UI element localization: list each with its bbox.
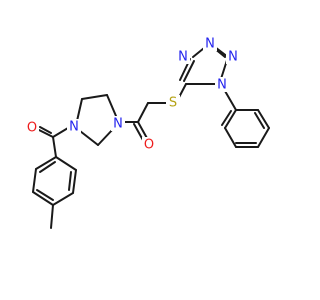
bond xyxy=(52,136,57,158)
bond xyxy=(76,98,83,122)
atom-label: N xyxy=(228,50,238,65)
atom-s-thioether: S xyxy=(166,95,180,111)
atom-label: N xyxy=(113,117,123,132)
atom-label: O xyxy=(27,121,37,136)
bond xyxy=(38,129,54,138)
atom-label: N xyxy=(205,37,215,52)
bond xyxy=(39,126,52,134)
atom-label: N xyxy=(217,78,227,93)
atom-label: O xyxy=(144,138,154,153)
atom-n-tetrazole-1: N xyxy=(226,49,240,65)
atom-label: S xyxy=(169,96,177,111)
bond xyxy=(79,130,99,146)
bond xyxy=(254,112,265,129)
bonds xyxy=(32,43,270,229)
bond xyxy=(68,171,72,191)
atom-n-imidazolidine-1: N xyxy=(111,116,125,132)
bond xyxy=(257,127,270,148)
atom-n-tetrazole-3: N xyxy=(176,49,190,65)
bond xyxy=(81,94,108,100)
atom-o-toluoyl: O xyxy=(25,120,39,136)
atom-label: N xyxy=(178,50,188,65)
molecule-diagram: N N N N S O N N xyxy=(25,36,270,229)
atom-n-tetrazole-4: N xyxy=(215,77,229,93)
bond xyxy=(224,127,237,148)
bond xyxy=(137,102,149,123)
bond xyxy=(72,169,77,194)
bond xyxy=(35,156,57,170)
atoms: N N N N S O N N xyxy=(25,36,240,153)
bond xyxy=(183,60,195,82)
bond xyxy=(39,161,56,173)
bond xyxy=(224,90,237,111)
atom-n-imidazolidine-3: N xyxy=(67,119,81,135)
bond xyxy=(257,109,270,129)
bond xyxy=(50,204,54,229)
bond xyxy=(52,127,69,138)
bond xyxy=(52,192,74,206)
atom-o-acetyl: O xyxy=(142,137,156,153)
atom-label: N xyxy=(69,120,79,135)
bond xyxy=(106,94,117,117)
bond xyxy=(32,168,37,193)
bond xyxy=(224,109,237,129)
atom-n-tetrazole-2: N xyxy=(203,36,217,52)
bond xyxy=(32,191,54,206)
bond xyxy=(221,110,232,126)
bond xyxy=(55,156,77,171)
bond xyxy=(36,189,54,201)
